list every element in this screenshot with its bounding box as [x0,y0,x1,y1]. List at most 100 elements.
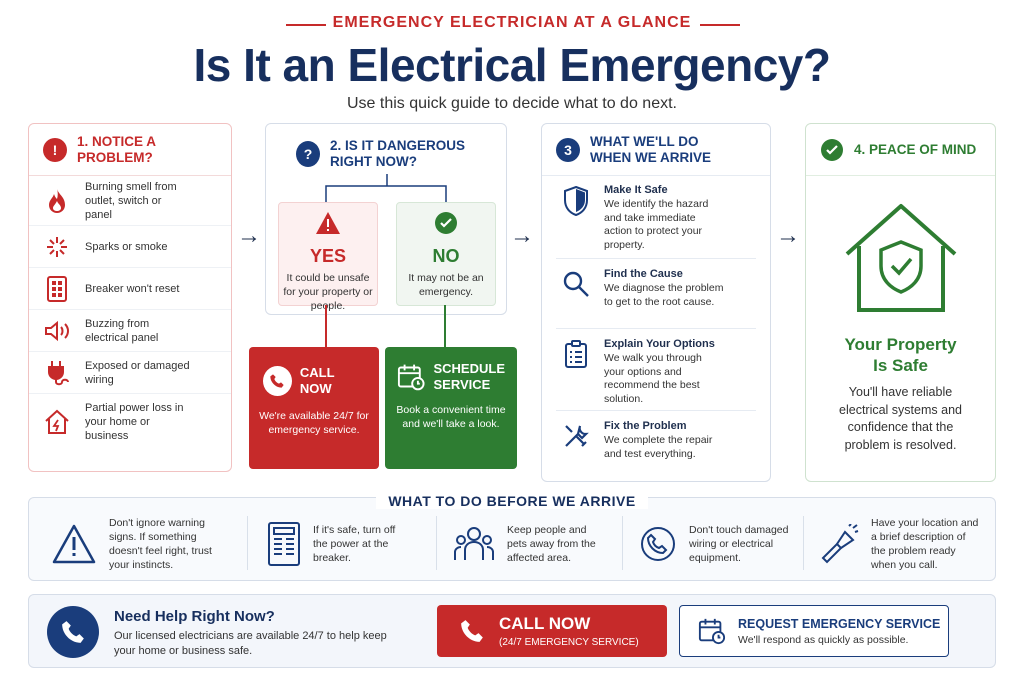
problem-text: Partial power loss in your home or busin… [85,402,184,442]
help-bar: Need Help Right Now? Our licensed electr… [28,594,996,668]
before-text: Have your location and a brief descripti… [871,517,979,571]
yes-choice: YES It could be unsafe for your property… [278,202,378,312]
no-text: It may not be an emergency. [408,272,484,298]
no-touch-icon [641,527,675,561]
step3-item: Make It Safe We identify the hazard and … [542,184,770,252]
problem-text: Exposed or damaged wiring [85,359,190,386]
plug-icon [29,359,85,387]
yes-text: It could be unsafe for your property or … [283,272,373,312]
step1-title: 1. NOTICE A PROBLEM? [77,133,156,165]
before-item: Don't ignore warning signs. If something… [51,514,231,574]
before-item: Don't touch damaged wiring or electrical… [639,514,809,574]
step2-card: ? 2. IS IT DANGEROUS RIGHT NOW? YES It c… [265,123,507,315]
step3-item: Find the Cause We diagnose the problem t… [542,268,770,309]
step4-headline-line1: Your Property [844,335,957,354]
calendar-clock-icon [698,618,726,645]
call-now-card[interactable]: CALL NOW We're available 24/7 for emerge… [249,347,379,469]
step1-card: ! 1. NOTICE A PROBLEM? Burning smell fro… [28,123,232,472]
schedule-title-line2: SERVICE [433,377,491,392]
problem-item: Breaker won't reset [29,268,231,310]
kicker-line-left [286,24,326,26]
before-section: WHAT TO DO BEFORE WE ARRIVE Don't ignore… [28,493,996,581]
problem-text: Breaker won't reset [85,282,180,295]
flame-icon [29,187,85,215]
warning-icon [316,212,340,234]
schedule-service-card[interactable]: SCHEDULE SERVICE Book a convenient time … [385,347,517,469]
problem-item: Partial power loss in your home or busin… [29,394,231,450]
no-label: NO [432,246,460,266]
before-item: Have your location and a brief descripti… [819,514,989,574]
step3-card: 3 WHAT WE'LL DO WHEN WE ARRIVE Make It S… [541,123,771,482]
before-text: Keep people and pets away from the affec… [507,524,596,564]
step3-number: 3 [556,137,580,162]
clipboard-icon [556,338,596,406]
calendar-clock-icon [397,364,425,391]
page-subtitle: Use this quick guide to decide what to d… [347,95,677,112]
arrow-right-icon: → [237,222,261,249]
people-icon [454,527,494,560]
step3-item-text: We identify the hazard and take immediat… [604,198,709,251]
problem-item: Exposed or damaged wiring [29,352,231,394]
question-icon: ? [296,141,320,167]
magnifier-icon [556,268,596,309]
call-now-text: We're available 24/7 for emergency servi… [259,410,369,436]
step3-item-title: Explain Your Options [604,338,715,350]
panel-icon [268,522,300,566]
kicker-line-right [700,24,740,26]
page-title: Is It an Electrical Emergency? [193,39,831,91]
step3-item: Explain Your Options We walk you through… [542,338,770,406]
step4-text: You'll have reliable electrical systems … [839,385,962,452]
step3-title-line1: WHAT WE'LL DO [590,133,699,149]
phone-icon [47,606,99,658]
safe-house-icon [845,204,957,312]
problem-text: Burning smell from outlet, switch or pan… [85,180,177,221]
tools-icon [556,420,596,461]
buzzing-icon [29,320,85,342]
phone-icon [263,366,292,396]
check-circle-icon [435,212,457,234]
call-now-label: CALL NOW [499,614,591,633]
step3-item-text: We diagnose the problem to get to the ro… [604,282,724,308]
step3-item-text: We complete the repair and test everythi… [604,434,713,460]
spark-icon [29,235,85,259]
step4-header: 4. PEACE OF MIND [806,124,995,176]
problem-text: Sparks or smoke [85,240,168,253]
step3-item: Fix the Problem We complete the repair a… [542,420,770,461]
house-power-icon [29,409,85,435]
call-now-title: CALL NOW [299,365,335,396]
step3-title-line2: WHEN WE ARRIVE [590,149,711,165]
step3-header: 3 WHAT WE'LL DO WHEN WE ARRIVE [542,124,770,176]
step3-item-text: We walk you through your options and rec… [604,352,702,405]
problem-item: Burning smell from outlet, switch or pan… [29,176,231,226]
kicker: EMERGENCY ELECTRICIAN AT A GLANCE [332,14,692,31]
flow-connector [325,174,447,202]
before-item: Keep people and pets away from the affec… [453,514,623,574]
step4-title: 4. PEACE OF MIND [854,141,977,157]
alert-icon: ! [43,137,67,162]
before-text: If it's safe, turn off the power at the … [313,524,396,564]
breaker-icon [29,275,85,302]
before-text: Don't touch damaged wiring or electrical… [689,524,789,564]
yes-connector [325,305,327,347]
before-item: If it's safe, turn off the power at the … [267,514,437,574]
schedule-text: Book a convenient time and we'll take a … [396,404,506,430]
flashlight-icon [821,524,859,564]
shield-icon [556,184,596,252]
problem-item: Sparks or smoke [29,226,231,268]
request-service-button[interactable]: REQUEST EMERGENCY SERVICE We'll respond … [679,605,949,657]
request-sub: We'll respond as quickly as possible. [738,633,909,646]
step3-item-title: Find the Cause [604,268,683,280]
schedule-title-line1: SCHEDULE [433,361,505,376]
yes-label: YES [309,246,347,266]
step3-item-title: Make It Safe [604,184,668,196]
no-choice: NO It may not be an emergency. [396,202,496,306]
warning-icon [52,524,96,564]
step2-title-line2: RIGHT NOW? [330,154,417,169]
no-connector [444,305,446,347]
call-now-button[interactable]: CALL NOW (24/7 EMERGENCY SERVICE) [437,605,667,657]
arrow-right-icon: → [776,222,800,249]
check-circle-icon [821,138,843,161]
step3-item-title: Fix the Problem [604,420,687,432]
before-text: Don't ignore warning signs. If something… [109,517,212,571]
help-title: Need Help Right Now? [114,608,275,625]
